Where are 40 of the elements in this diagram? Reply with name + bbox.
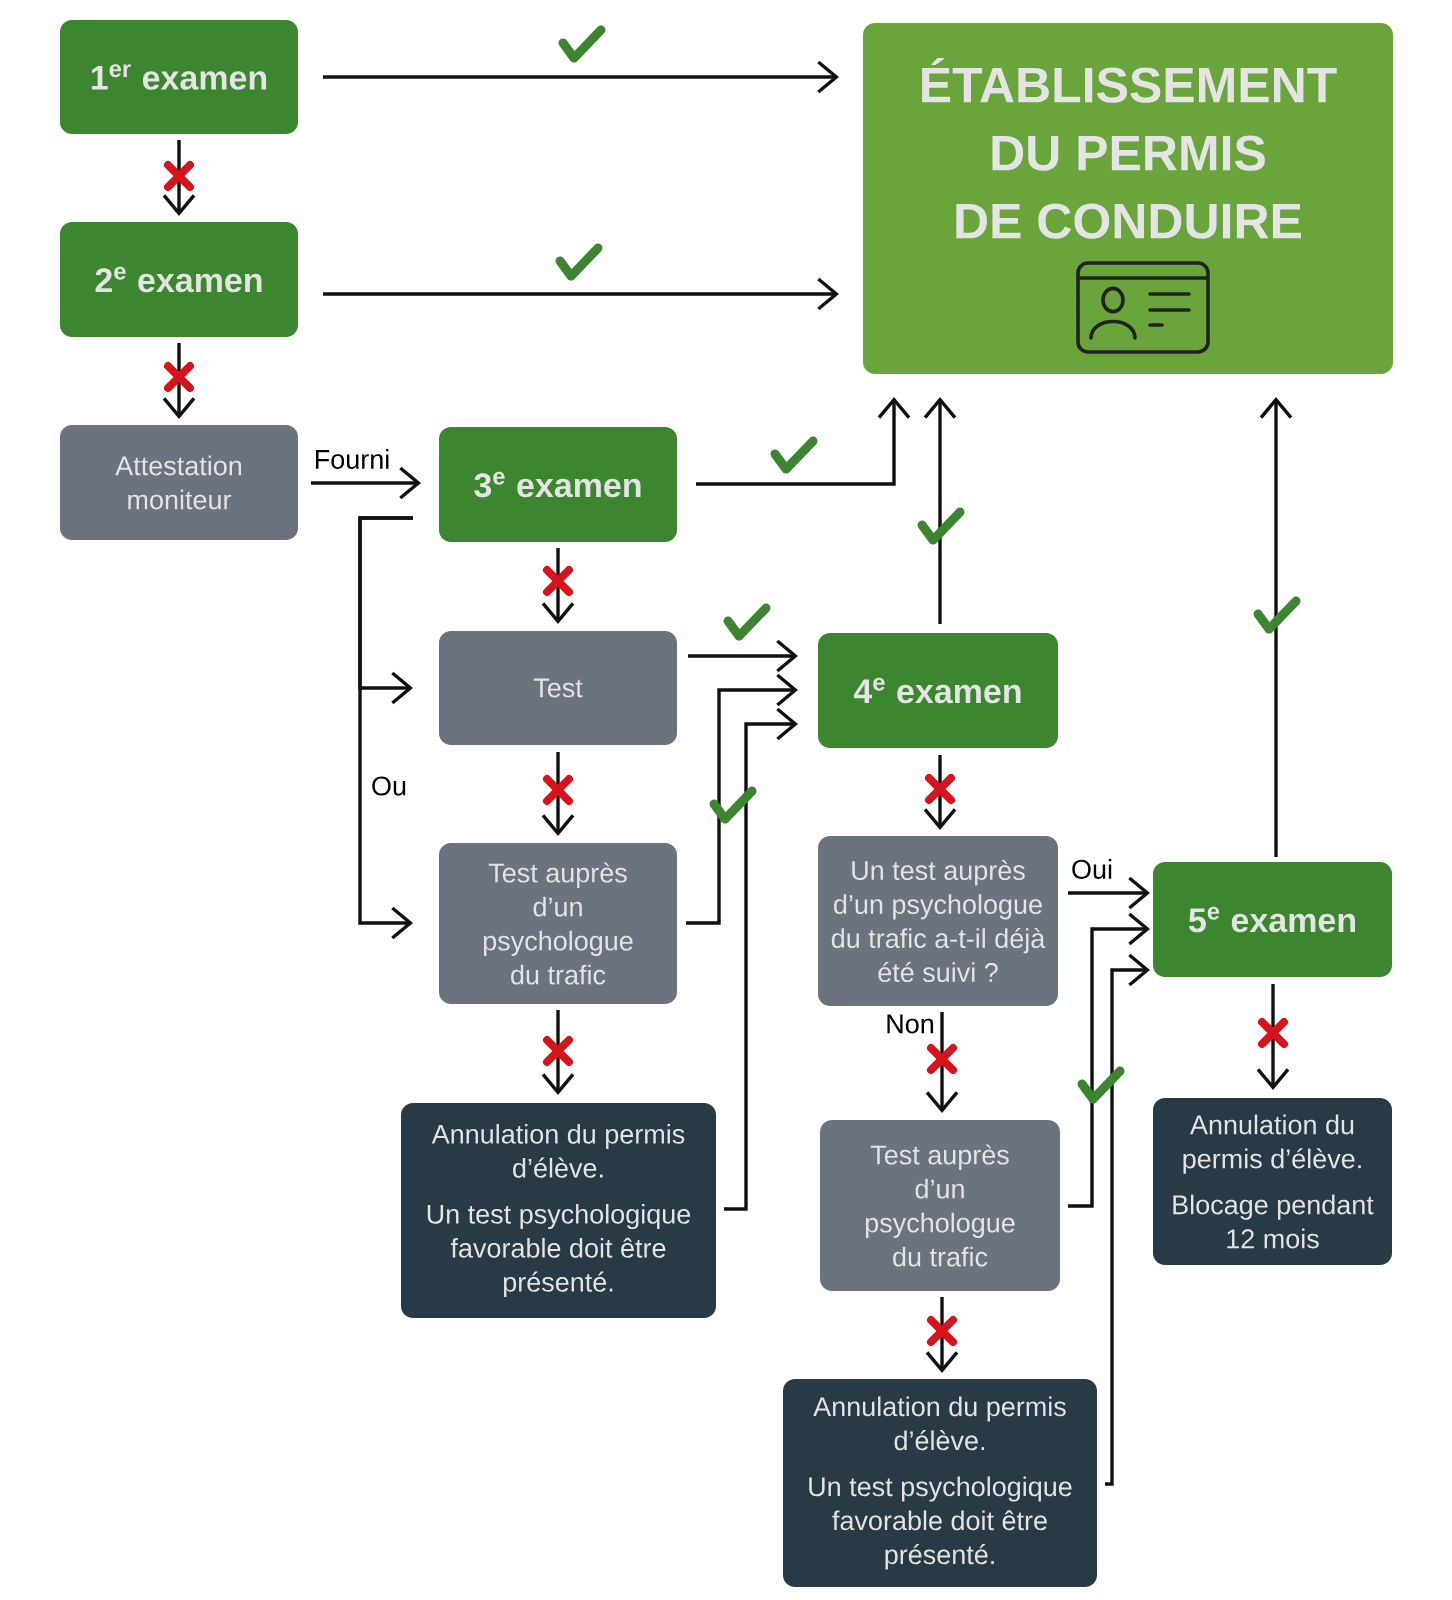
arrow xyxy=(925,1297,959,1373)
arrow xyxy=(923,397,957,624)
arrow xyxy=(1105,953,1150,1486)
arrow xyxy=(925,1012,959,1113)
arrow xyxy=(323,277,839,311)
arrow xyxy=(686,673,798,925)
process-box: 3$^{e}$ examen xyxy=(439,427,677,542)
arrow xyxy=(724,707,798,1211)
result-box: Annulation du permis d’élève. Un test psychologique favorable doit être présenté. xyxy=(401,1103,716,1318)
process-box: Test auprès d’un psychologue du trafic xyxy=(820,1120,1060,1291)
arrow xyxy=(1256,984,1290,1090)
goal-box: ÉTABLISSEMENT DU PERMIS DE CONDUIRE xyxy=(863,23,1393,374)
arrow xyxy=(311,466,421,500)
arrow xyxy=(541,548,575,624)
edge-label: Ou xyxy=(368,773,410,799)
arrow xyxy=(162,140,196,216)
edge-label: Non xyxy=(882,1011,938,1037)
process-box: 1$^{er}$ examen xyxy=(60,20,298,134)
result-box: Annulation du permis d’élève. Blocage pendant 12 mois xyxy=(1153,1098,1392,1265)
edge-label: Fourni xyxy=(310,446,394,472)
arrow xyxy=(1068,876,1150,910)
arrow xyxy=(541,1010,575,1095)
result-box: Annulation du permis d’élève. Un test psychologique favorable doit être présenté. xyxy=(783,1379,1097,1587)
process-box: 5$^{e}$ examen xyxy=(1153,862,1392,977)
process-box: Test xyxy=(439,631,677,745)
process-box: Test auprès d’un psychologue du trafic xyxy=(439,843,677,1004)
arrow xyxy=(1068,912,1150,1208)
process-box: 2$^{e}$ examen xyxy=(60,222,298,337)
arrow xyxy=(696,397,911,486)
arrow xyxy=(688,639,798,673)
arrow xyxy=(162,343,196,419)
arrow xyxy=(541,752,575,836)
edge-label: Oui xyxy=(1068,856,1116,882)
arrow xyxy=(358,516,413,940)
question-box: Un test auprès d’un psychologue du trafic a-t-il déjà été suivi ? xyxy=(818,836,1058,1006)
arrow xyxy=(1259,397,1293,857)
arrow xyxy=(923,755,957,830)
process-box: 4$^{e}$ examen xyxy=(818,633,1058,748)
process-box: Attestation moniteur xyxy=(60,425,298,540)
arrow xyxy=(323,60,839,94)
